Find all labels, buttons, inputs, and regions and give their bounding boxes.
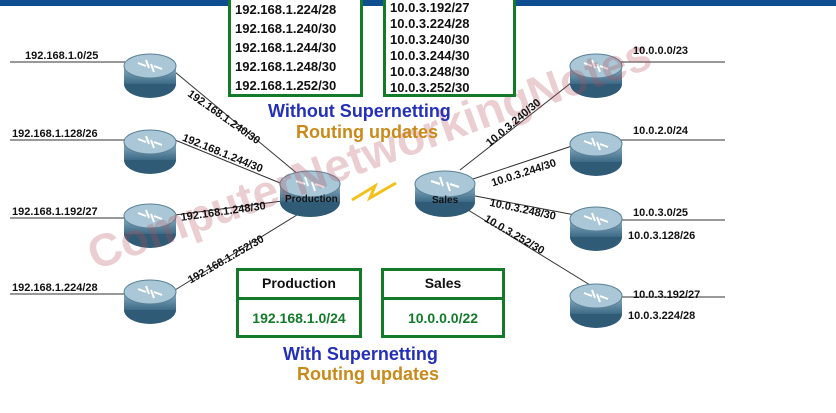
route-table-right: 10.0.3.192/27 10.0.3.224/28 10.0.3.240/3… bbox=[383, 0, 516, 97]
route-entry: 192.168.1.248/30 bbox=[235, 59, 337, 74]
link-line bbox=[174, 209, 306, 291]
router-icon bbox=[279, 170, 341, 217]
route-entry: 10.0.3.244/30 bbox=[390, 48, 470, 63]
router-icon bbox=[569, 131, 623, 176]
without-caption-title: Without Supernetting bbox=[268, 101, 451, 121]
router-icon bbox=[123, 279, 177, 324]
right-network-label: 10.0.3.224/28 bbox=[628, 310, 696, 322]
route-entry: 10.0.3.224/28 bbox=[390, 16, 470, 31]
summary-header: Sales bbox=[384, 271, 502, 300]
summary-value: 192.168.1.0/24 bbox=[252, 310, 346, 326]
lightning-link-icon bbox=[351, 181, 397, 202]
summary-value: 10.0.0.0/22 bbox=[407, 310, 479, 326]
with-caption-title: With Supernetting bbox=[283, 344, 438, 364]
route-entry: 192.168.1.252/30 bbox=[235, 78, 337, 93]
route-entry: 10.0.3.248/30 bbox=[390, 64, 470, 79]
route-entry: 192.168.1.244/30 bbox=[235, 40, 337, 55]
right-network-label: 10.0.3.0/25 bbox=[633, 207, 689, 219]
route-entry: 10.0.3.252/30 bbox=[390, 80, 470, 95]
link-line bbox=[174, 139, 286, 186]
summary-box-sales: Sales 10.0.0.0/22 bbox=[381, 268, 505, 338]
router-label-production: Production bbox=[285, 194, 338, 205]
route-entry: 192.168.1.240/30 bbox=[235, 21, 337, 36]
right-network-label: 10.0.3.128/26 bbox=[628, 230, 696, 242]
right-network-label: 10.0.2.0/24 bbox=[633, 125, 689, 137]
right-network-label: 10.0.0.0/23 bbox=[633, 45, 689, 57]
router-icon bbox=[123, 53, 177, 98]
link-line bbox=[459, 71, 586, 171]
router-icon bbox=[569, 206, 623, 251]
router-icon bbox=[569, 53, 623, 98]
link-line bbox=[469, 194, 576, 216]
with-caption-subtitle: Routing updates bbox=[297, 364, 439, 384]
router-icon bbox=[123, 203, 177, 248]
left-network-label: 192.168.1.224/28 bbox=[12, 282, 98, 294]
link-line bbox=[174, 199, 291, 216]
route-table-left: 192.168.1.224/28 192.168.1.240/30 192.16… bbox=[228, 0, 363, 97]
route-entry: 10.0.3.192/27 bbox=[390, 0, 470, 15]
router-icon bbox=[123, 129, 177, 174]
route-entry: 192.168.1.224/28 bbox=[235, 2, 337, 17]
left-network-label: 192.168.1.192/27 bbox=[12, 206, 98, 218]
summary-box-production: Production 192.168.1.0/24 bbox=[236, 268, 362, 338]
router-label-sales: Sales bbox=[432, 195, 459, 206]
link-line bbox=[469, 144, 576, 181]
link-line bbox=[459, 204, 591, 286]
link-line bbox=[174, 71, 306, 181]
router-icon bbox=[414, 170, 476, 217]
route-entry: 10.0.3.240/30 bbox=[390, 32, 470, 47]
summary-header: Production bbox=[239, 271, 359, 300]
left-network-label: 192.168.1.0/25 bbox=[25, 50, 99, 62]
right-network-label: 10.0.3.192/27 bbox=[633, 289, 701, 301]
without-caption-subtitle: Routing updates bbox=[296, 122, 438, 142]
left-network-label: 192.168.1.128/26 bbox=[12, 128, 98, 140]
router-icon bbox=[569, 283, 623, 328]
